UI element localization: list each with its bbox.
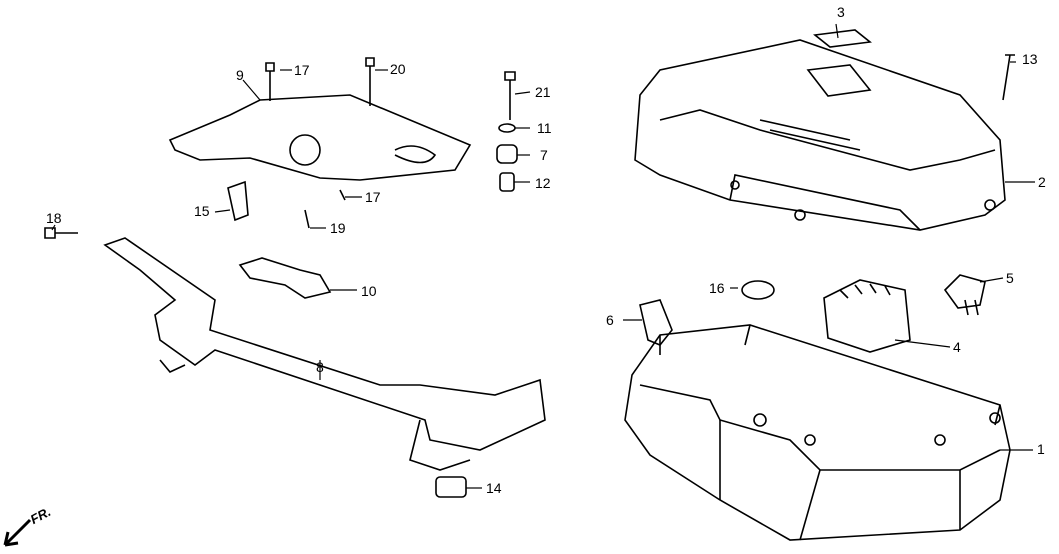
callout-17-bottom: 17 [365,189,381,205]
mounting-plate [168,94,472,181]
callout-8: 8 [316,359,324,375]
control-box-case [624,324,1011,541]
callout-20: 20 [390,61,406,77]
bolts [265,57,516,229]
callout-5: 5 [1006,270,1014,286]
control-box-cover [634,39,1006,231]
part-13-screw [1002,54,1015,101]
callout-10: 10 [361,283,377,299]
leader-lines [51,23,1035,489]
callout-1: 1 [1037,441,1045,457]
part-16-grommet [741,280,775,300]
callout-7: 7 [540,147,548,163]
callout-21: 21 [535,84,551,100]
part-6-clip [639,299,673,346]
callout-2: 2 [1038,174,1046,190]
callout-16: 16 [709,280,725,296]
callout-14: 14 [486,480,502,496]
callout-3: 3 [837,4,845,20]
part-5-clip [943,274,986,316]
callout-15: 15 [194,203,210,219]
callout-18: 18 [46,210,62,226]
callout-9: 9 [236,67,244,83]
callout-6: 6 [606,312,614,328]
front-arrow-icon [3,518,32,547]
callout-13: 13 [1022,51,1038,67]
part-3-label [813,29,872,48]
part-8-frame [103,237,546,451]
callout-17-top: 17 [294,62,310,78]
part-10-bracket [238,257,332,299]
part-15-clip [227,180,249,222]
callout-12: 12 [535,175,551,191]
part-4-seal [823,279,911,353]
callout-11: 11 [537,120,552,136]
callout-4: 4 [953,339,961,355]
callout-19: 19 [330,220,346,236]
part-14-grommet [435,476,467,498]
